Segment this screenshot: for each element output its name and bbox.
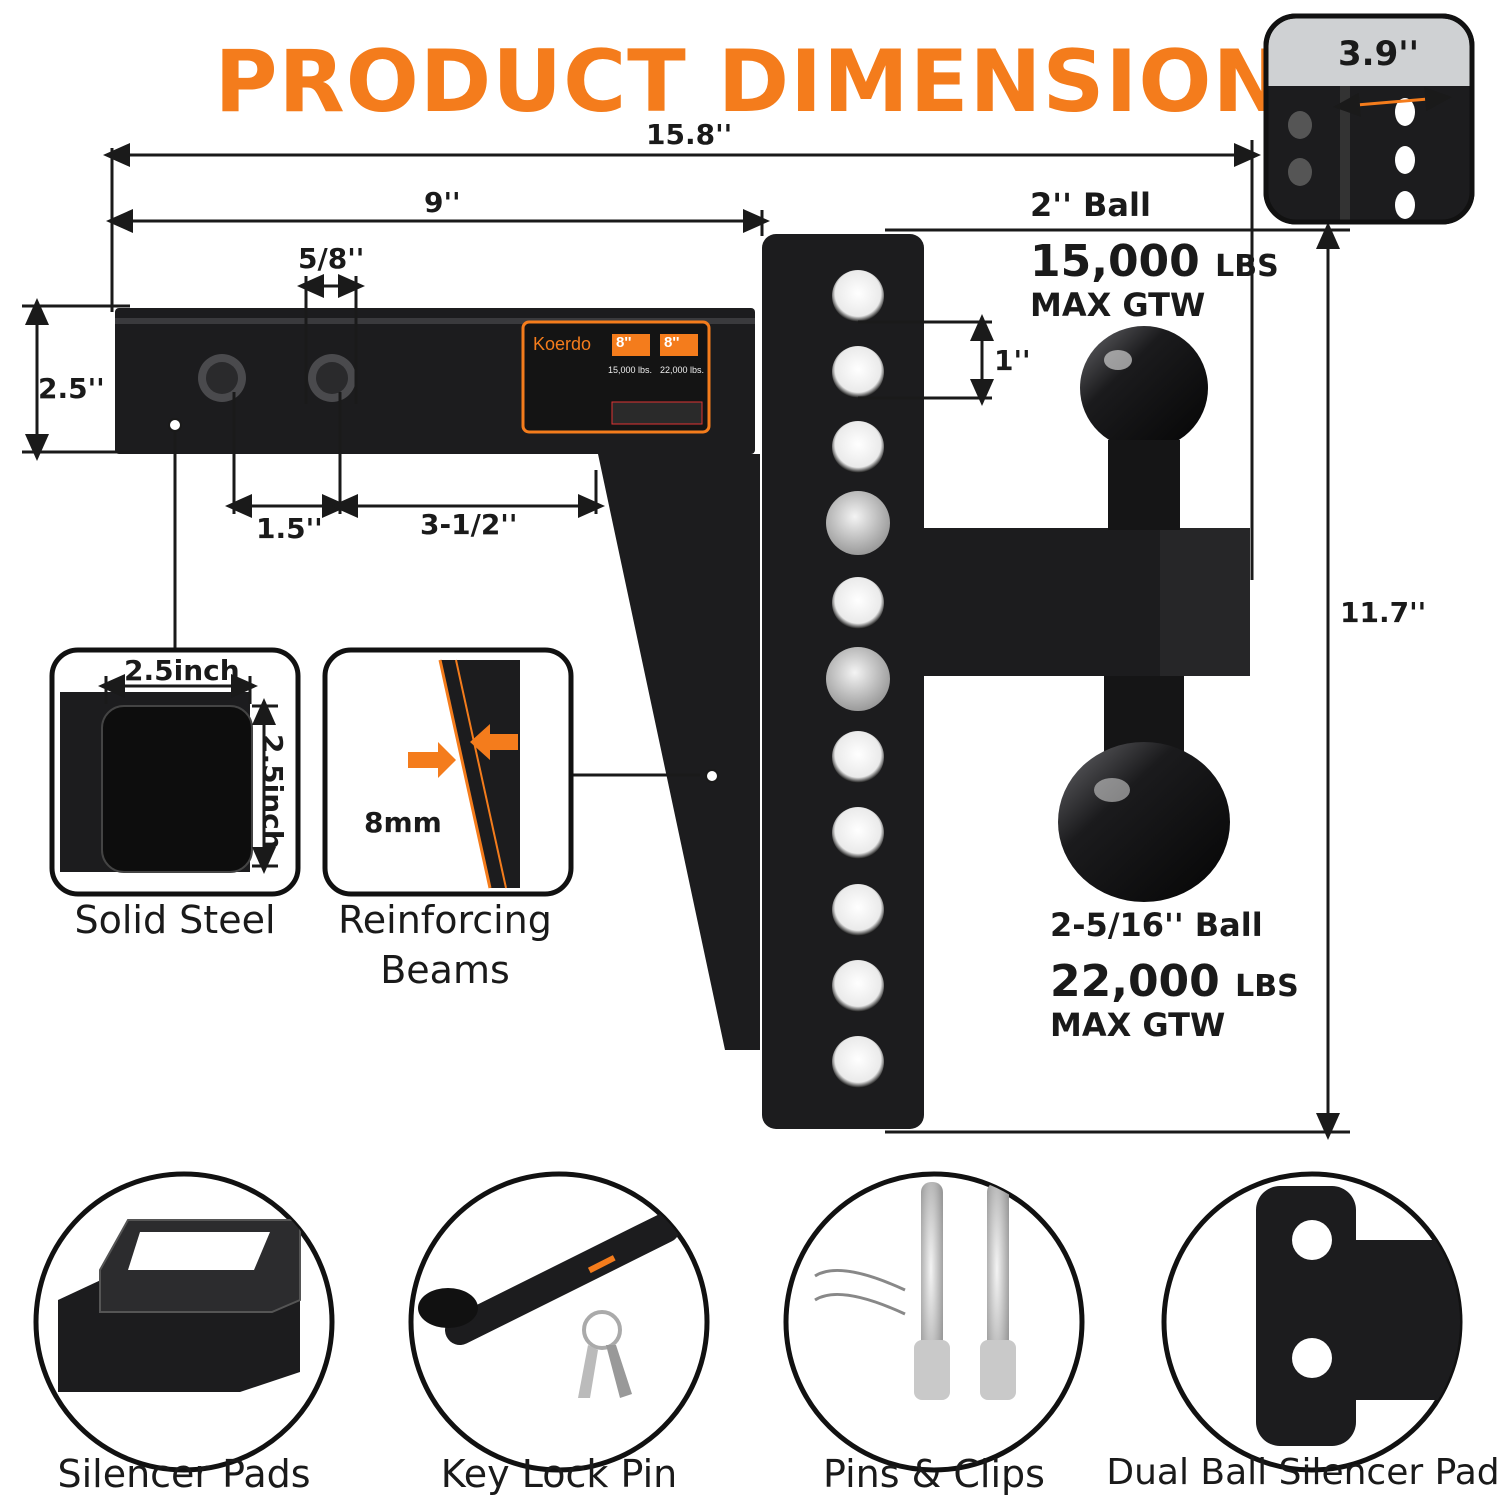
dim-hole-spacing-b: 3-1/2'': [420, 508, 518, 541]
reinforcing-inset: [322, 647, 574, 897]
dim-shank-length: 9'': [424, 186, 461, 219]
caption-reinforcing-line1: Reinforcing: [338, 898, 552, 942]
plate-rise-a: 8'': [616, 334, 632, 351]
brand-logo-text: Koerdo: [533, 334, 592, 354]
dual-ball: [1058, 326, 1230, 902]
dim-hole-spacing-a: 1.5'': [256, 512, 323, 545]
page-title: PRODUCT DIMENSION: [214, 32, 1286, 132]
solid-steel-width: 2.5inch: [124, 654, 240, 687]
width-detail-inset: [1263, 13, 1475, 225]
reinforcing-beam: [598, 454, 760, 1050]
dim-overall-height: 11.7'': [1340, 596, 1427, 629]
dim-shank-height: 2.5'': [38, 372, 105, 405]
caption-key-lock-pin: Key Lock Pin: [440, 1452, 678, 1496]
plate-cap-a: 15,000 lbs.: [608, 365, 653, 375]
dim-width-top: 3.9'': [1338, 34, 1420, 74]
dim-hole-diameter: 5/8'': [298, 242, 365, 275]
caption-reinforcing-line2: Beams: [380, 948, 510, 992]
caption-dual-ball-silencer-pad: Dual Ball Silencer Pad: [1106, 1452, 1500, 1493]
drop-bar-holes: [826, 270, 890, 1088]
dim-hole-pitch: 1'': [994, 344, 1031, 377]
ball-bottom-size: 2-5/16'' Ball: [1050, 906, 1263, 944]
ball-top-rating: MAX GTW: [1030, 286, 1206, 324]
caption-solid-steel: Solid Steel: [74, 898, 276, 942]
ball-bottom-capacity: 22,000 LBS: [1050, 956, 1299, 1007]
reinforcing-thickness: 8mm: [364, 806, 442, 839]
caption-silencer-pads: Silencer Pads: [57, 1452, 311, 1496]
accessory-circle-pins-clips: [783, 1171, 1085, 1473]
accessory-circle-dual-ball-silencer-pad: [1161, 1171, 1463, 1473]
accessory-circle-silencer-pads: [33, 1171, 335, 1473]
caption-pins-clips: Pins & Clips: [823, 1452, 1045, 1496]
plate-cap-b: 22,000 lbs.: [660, 365, 705, 375]
plate-rise-b: 8'': [664, 334, 680, 351]
ball-top-capacity: 15,000 LBS: [1030, 236, 1279, 287]
solid-steel-height: 2.5inch: [256, 734, 289, 850]
ball-top-size: 2'' Ball: [1030, 186, 1151, 224]
accessory-circle-key-lock-pin: [408, 1171, 710, 1473]
solid-steel-inset: [49, 647, 301, 897]
dim-overall-length: 15.8'': [646, 118, 733, 151]
ball-bottom-rating: MAX GTW: [1050, 1006, 1226, 1044]
